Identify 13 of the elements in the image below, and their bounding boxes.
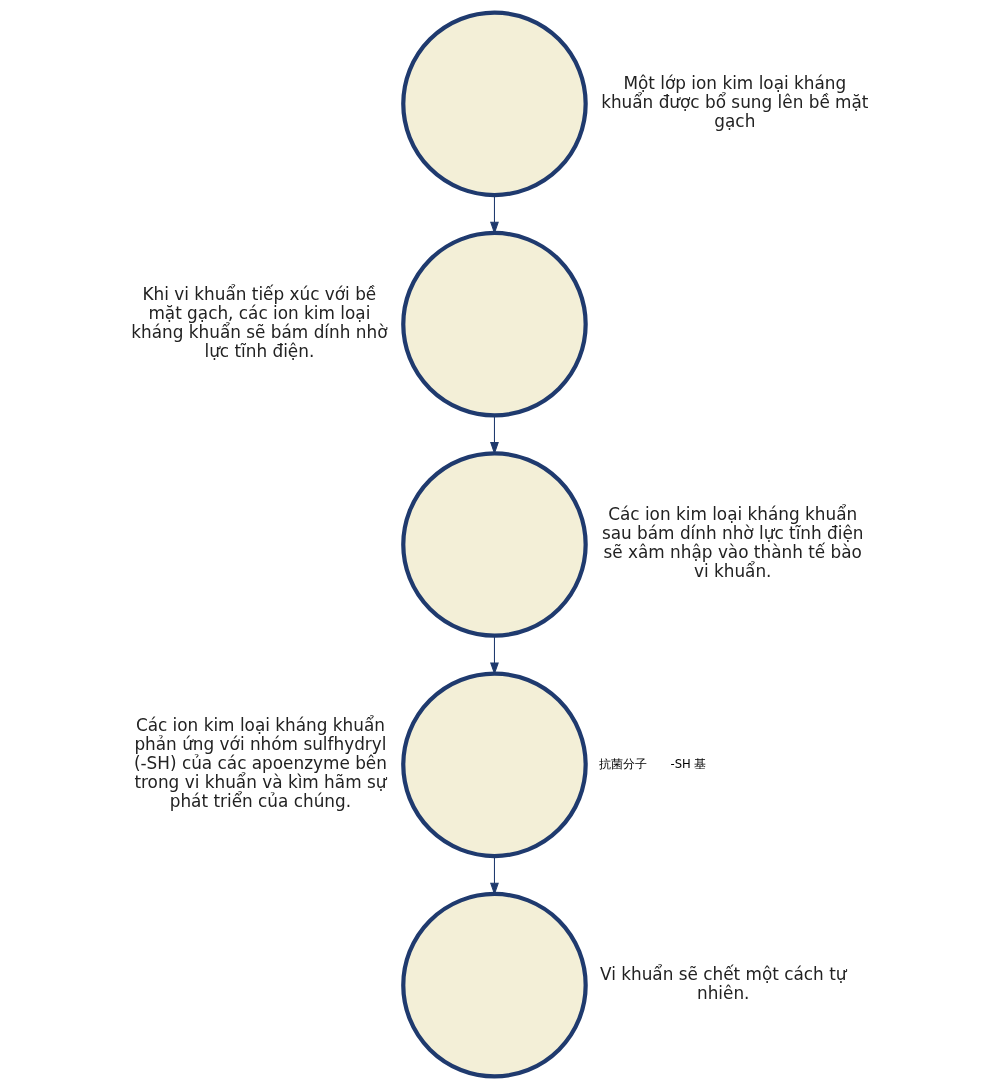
node-circle xyxy=(401,230,588,418)
arrow xyxy=(490,415,499,455)
node-label: Các ion kim loại kháng khuẩn phản ứng với nhóm sulfhydryl (-SH) của các apoenzyme bên trong vi khuẩn và kìm hãm sự phát triển của chúng. xyxy=(133,714,387,811)
node-circle xyxy=(401,671,588,859)
node-label: Vi khuẩn sẽ chết một cách tự nhiên. xyxy=(600,963,847,1003)
label: -SH 基 xyxy=(670,756,707,771)
node-label: Khi vi khuẩn tiếp xúc với bề mặt gạch, các ion kim loại kháng khuẩn sẽ bám dính nhờ lực tĩnh điện. xyxy=(131,283,388,361)
node-circle xyxy=(401,891,588,1079)
node-label: Các ion kim loại kháng khuẩn sau bám dính nhờ lực tĩnh điện sẽ xâm nhập vào thành tế bào vi khuẩn. xyxy=(601,504,864,581)
node-label: Một lớp ion kim loại kháng khuẩn được bổ sung lên bề mặt gạch xyxy=(601,72,869,131)
node-circle xyxy=(401,10,588,198)
node-circle xyxy=(401,451,588,638)
label: 抗菌分子 xyxy=(599,756,648,771)
